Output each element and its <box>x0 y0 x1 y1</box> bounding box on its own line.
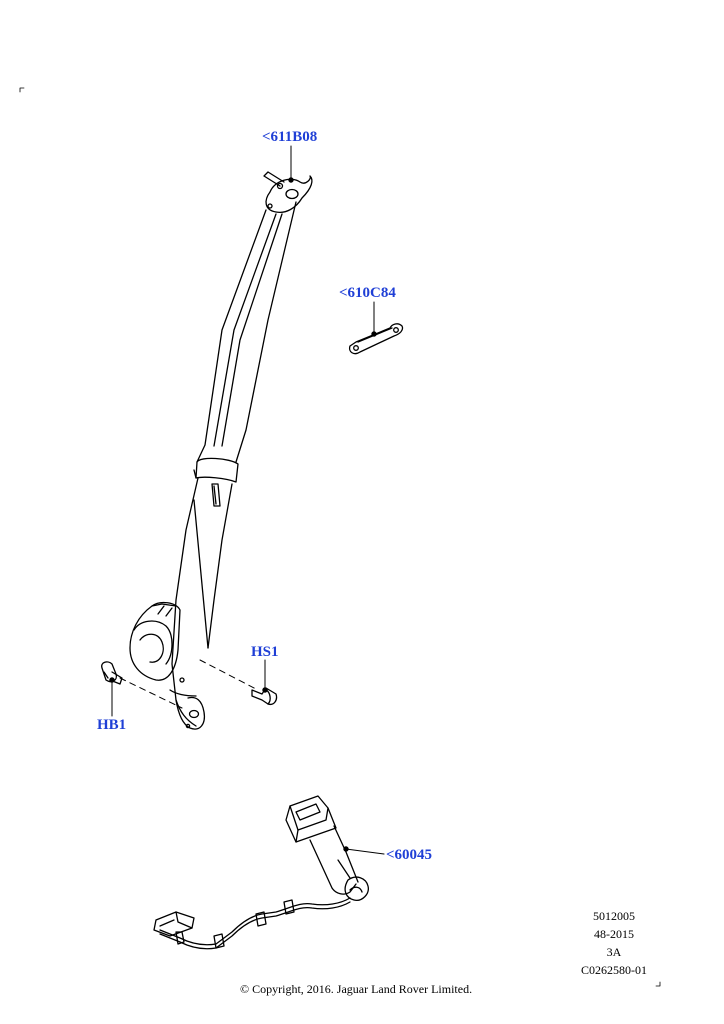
bracket-610c84[interactable] <box>348 323 404 355</box>
assembly-guide-lines <box>119 659 259 709</box>
callout-610c84[interactable]: <610C84 <box>339 285 396 301</box>
callout-hb1[interactable]: HB1 <box>97 717 127 733</box>
reference-line-4: C0262580-01 <box>581 963 647 977</box>
reference-line-3: 3A <box>606 945 622 959</box>
seat-belt-buckle-assembly[interactable] <box>153 795 369 950</box>
callout-611b08[interactable]: <611B08 <box>262 129 318 145</box>
reference-block: 5012005 48-2015 3A C0262580-01 <box>576 907 652 979</box>
reference-line-1: 5012005 <box>593 909 635 923</box>
seat-belt-retractor-assembly[interactable] <box>129 171 313 730</box>
bolt-hb1[interactable] <box>101 661 123 685</box>
callout-leaders <box>109 145 385 855</box>
copyright-notice: © Copyright, 2016. Jaguar Land Rover Lim… <box>240 982 473 996</box>
reference-line-2: 48-2015 <box>594 927 634 941</box>
callout-hs1[interactable]: HS1 <box>251 644 279 660</box>
crop-marks <box>19 87 661 987</box>
callout-60045[interactable]: <60045 <box>386 847 433 863</box>
